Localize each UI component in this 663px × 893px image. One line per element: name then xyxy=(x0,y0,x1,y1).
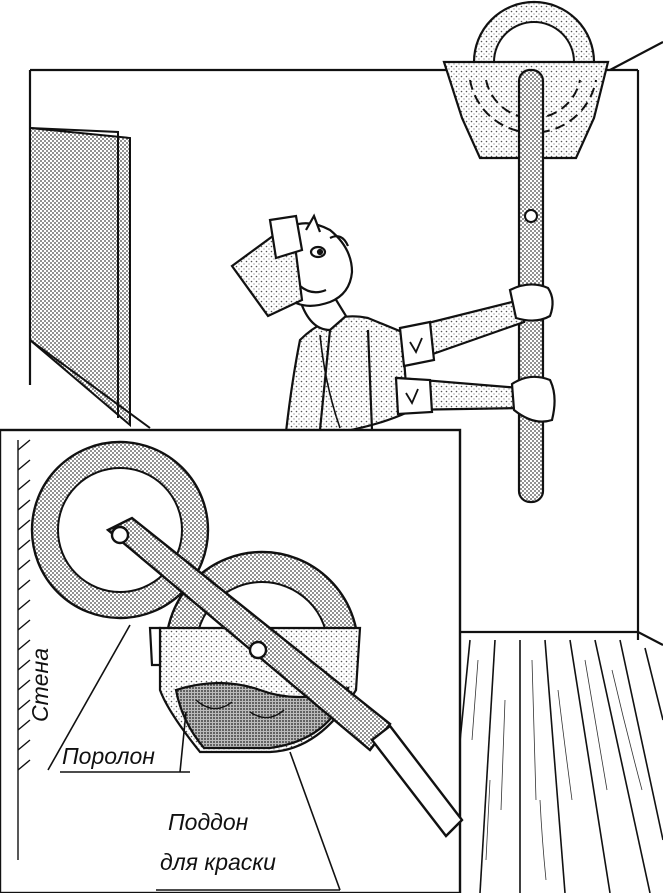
painter xyxy=(230,213,556,434)
label-wall: Стена xyxy=(27,648,53,722)
label-tray-line2: для краски xyxy=(160,849,276,875)
doorway xyxy=(29,126,151,429)
floor-boards xyxy=(444,639,663,893)
wall-hatch xyxy=(17,439,31,860)
leader-lines xyxy=(47,624,341,891)
label-foam: Поролон xyxy=(62,743,155,769)
roller-handle xyxy=(105,516,464,838)
floor-grain xyxy=(471,659,643,881)
label-tray-line1: Поддон xyxy=(168,809,249,835)
